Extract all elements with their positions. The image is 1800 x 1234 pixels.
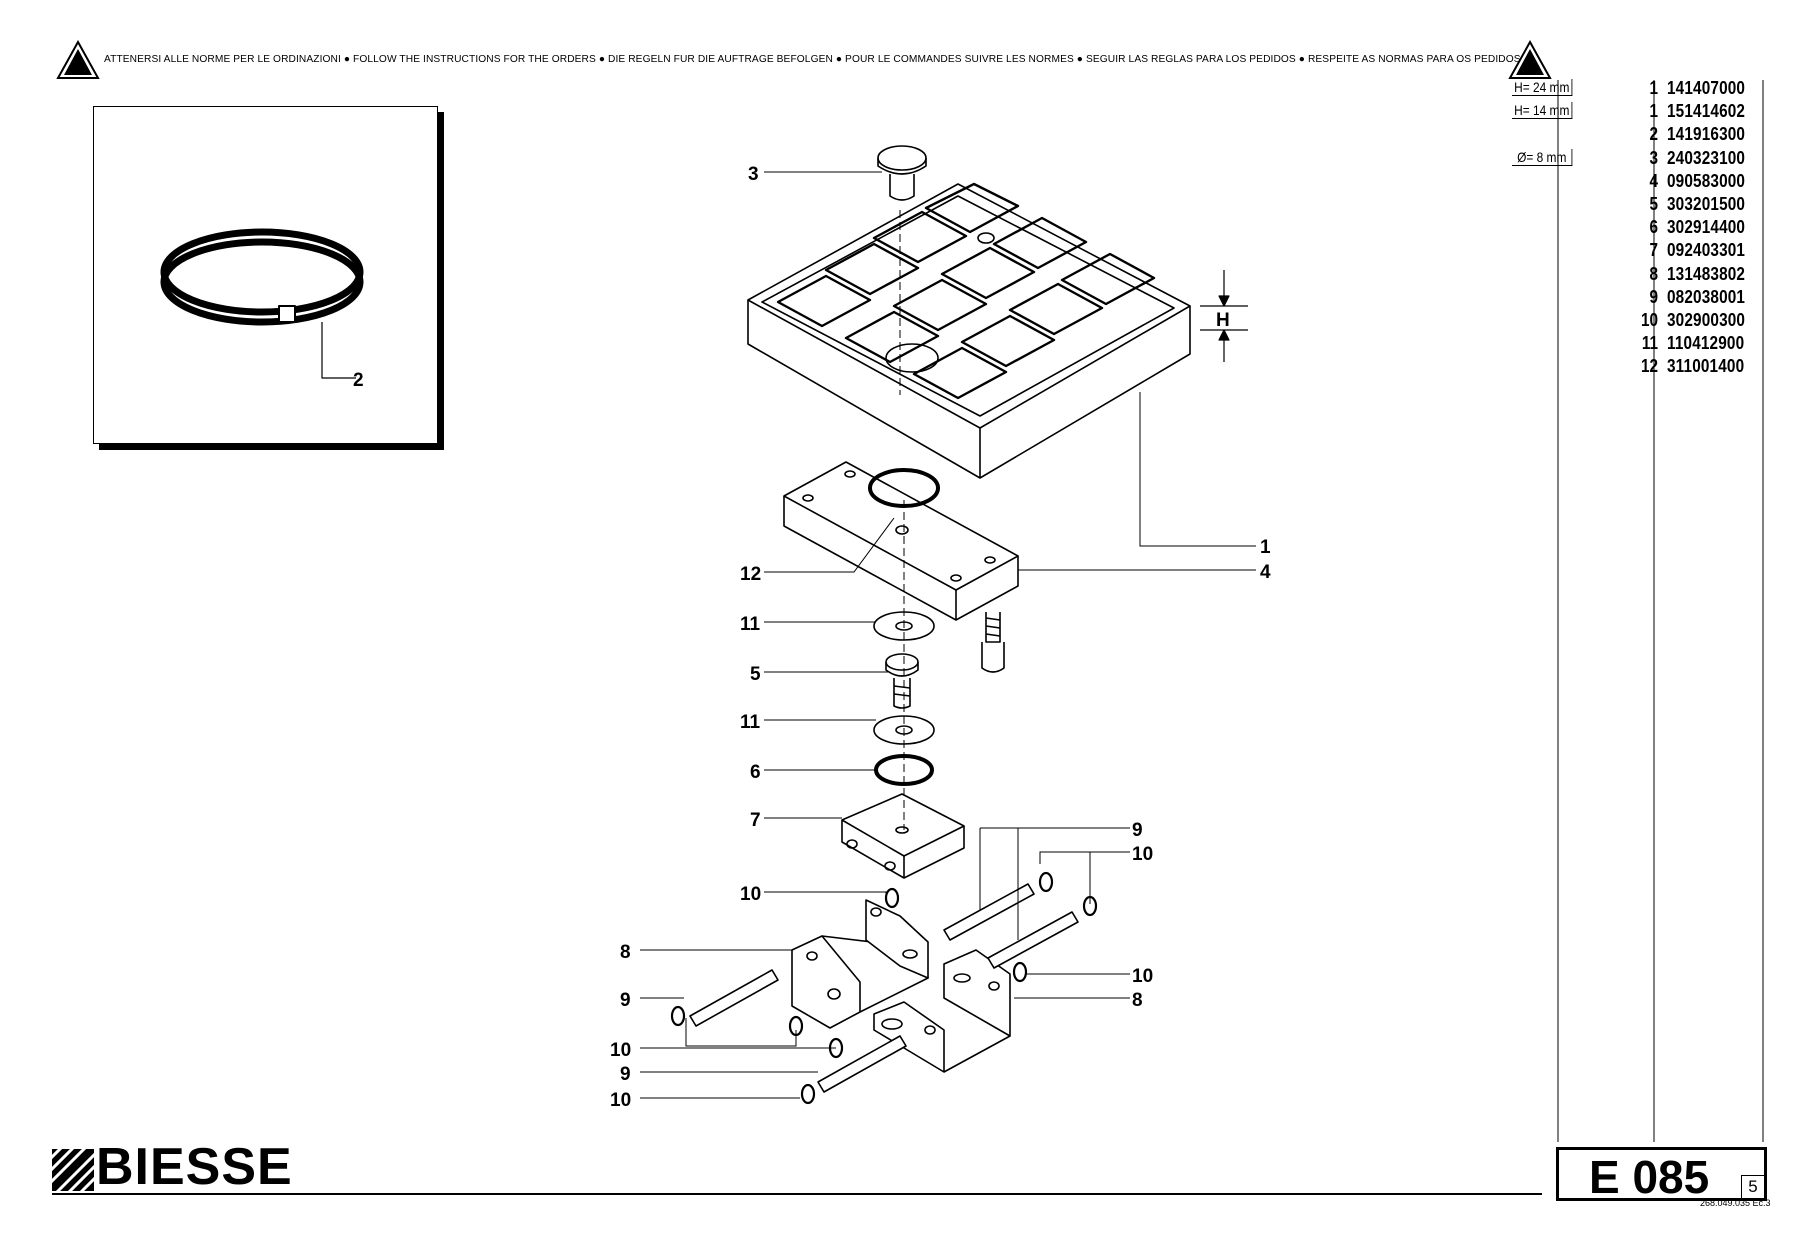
part-code: 141407000 xyxy=(1667,78,1746,98)
part-position: 10 xyxy=(1640,309,1658,330)
hinge-pins xyxy=(689,883,1079,1093)
callout-8-left: 8 xyxy=(620,942,631,963)
part-code: 151414602 xyxy=(1667,101,1746,122)
page-number: 5 xyxy=(1741,1175,1764,1198)
callout-10-bottom: 10 xyxy=(610,1090,631,1111)
part-code: 302914400 xyxy=(1667,217,1746,238)
part-code: 302900300 xyxy=(1667,309,1746,330)
callout-10-right: 10 xyxy=(1132,966,1153,987)
part-position: 11 xyxy=(1641,333,1658,354)
part-spec: H= 14 mm xyxy=(1512,102,1573,120)
warning-triangle-icon xyxy=(1508,40,1552,79)
hinge-bracket-right xyxy=(873,949,1011,1073)
callout-11-bottom: 11 xyxy=(740,712,761,733)
brand-logo-mark-icon xyxy=(52,1148,94,1192)
sheet-code-box: E 085 5 xyxy=(1556,1147,1767,1203)
callout-10-top: 10 xyxy=(1132,844,1153,865)
button-screw xyxy=(885,653,919,709)
callout-1: 1 xyxy=(1260,537,1271,558)
callout-7: 7 xyxy=(750,810,761,831)
part-position: 2 xyxy=(1649,124,1658,145)
parts-row: H= 14 mm 1 151414602 xyxy=(1512,101,1764,124)
part-code: 311001400 xyxy=(1667,356,1745,377)
brand-name: BIESSE xyxy=(96,1138,293,1196)
parts-row: 4 090583000 xyxy=(1512,171,1764,194)
parts-row: 7 092403301 xyxy=(1512,240,1764,263)
callout-6: 6 xyxy=(750,762,761,783)
parts-row: 6 302914400 xyxy=(1512,217,1764,240)
detail-box-ring xyxy=(93,106,438,444)
part-spec: Ø= 8 mm xyxy=(1512,148,1573,166)
part-position: 6 xyxy=(1649,217,1658,238)
parts-row: 12 311001400 xyxy=(1512,356,1764,379)
parts-row: 2 141916300 xyxy=(1512,124,1764,147)
parts-row: H= 24 mm 1 141407000 xyxy=(1512,78,1764,101)
part-position: 8 xyxy=(1649,263,1658,284)
footer-rule xyxy=(52,1193,1542,1195)
part-spec: H= 24 mm xyxy=(1512,79,1573,96)
part-position: 12 xyxy=(1640,356,1658,377)
callout-12: 12 xyxy=(740,564,761,585)
part-position: 1 xyxy=(1649,101,1658,122)
hinge-bracket-left xyxy=(791,899,929,1029)
part-position: 4 xyxy=(1649,170,1658,191)
callout-9-left: 9 xyxy=(620,990,631,1011)
parts-row: 5 303201500 xyxy=(1512,194,1764,217)
callout-11-top: 11 xyxy=(740,614,761,635)
suction-pad xyxy=(747,182,1191,479)
part-code: 082038001 xyxy=(1667,286,1746,307)
callout-4: 4 xyxy=(1260,562,1271,583)
retaining-ring-detail xyxy=(160,228,364,379)
parts-row: Ø= 8 mm 3 240323100 xyxy=(1512,148,1764,171)
callout-9-top: 9 xyxy=(1132,820,1143,841)
part-position: 3 xyxy=(1649,147,1658,168)
callout-10-left: 10 xyxy=(610,1040,631,1061)
document-reference: 268.049.035 Ec.3 xyxy=(1700,1198,1771,1208)
part-position: 9 xyxy=(1649,286,1658,307)
part-code: 090583000 xyxy=(1667,170,1746,191)
callout-8-right: 8 xyxy=(1132,990,1143,1011)
part-code: 141916300 xyxy=(1667,124,1746,145)
parts-row: 10 302900300 xyxy=(1512,310,1764,333)
callout-3: 3 xyxy=(748,164,759,185)
callout-5: 5 xyxy=(750,664,761,685)
height-dimension xyxy=(1200,270,1248,362)
parts-row: 8 131483802 xyxy=(1512,264,1764,287)
locating-pin xyxy=(877,145,927,201)
parts-list: H= 24 mm 1 141407000 H= 14 mm 1 15141460… xyxy=(1512,78,1764,379)
callout-h: H xyxy=(1216,310,1230,331)
order-instructions-banner: ATTENERSI ALLE NORME PER LE ORDINAZIONI … xyxy=(56,40,1552,84)
callout-2: 2 xyxy=(353,370,364,391)
parts-row: 11 110412900 xyxy=(1512,333,1764,356)
banner-text: ATTENERSI ALLE NORME PER LE ORDINAZIONI … xyxy=(104,54,1521,65)
cap-screw xyxy=(981,612,1005,673)
part-position: 7 xyxy=(1649,240,1658,261)
callout-9-bottom: 9 xyxy=(620,1064,631,1085)
callout-10-mid: 10 xyxy=(740,884,761,905)
part-position: 5 xyxy=(1649,193,1658,214)
mounting-block xyxy=(841,500,965,879)
part-code: 131483802 xyxy=(1667,263,1746,284)
sheet-code: E 085 xyxy=(1589,1151,1710,1203)
part-code: 240323100 xyxy=(1667,147,1746,168)
warning-triangle-icon xyxy=(56,40,100,79)
part-position: 1 xyxy=(1649,78,1658,98)
part-code: 110412900 xyxy=(1667,333,1745,354)
part-code: 092403301 xyxy=(1667,240,1746,261)
part-code: 303201500 xyxy=(1667,193,1746,214)
parts-row: 9 082038001 xyxy=(1512,287,1764,310)
